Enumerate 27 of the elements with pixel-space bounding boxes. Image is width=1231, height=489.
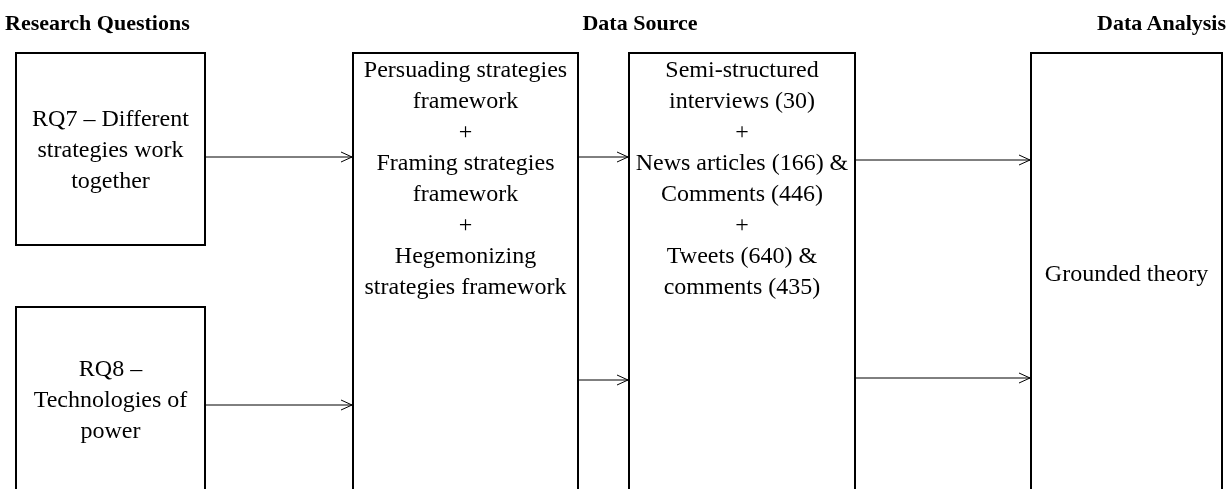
process-box <box>352 52 579 489</box>
box-text: RQ8 – Technologies of power <box>32 354 189 445</box>
box-text: Hegemonizing strategies framework <box>363 241 568 301</box>
box-text: + <box>458 117 473 146</box>
box-text: Semi-structured interviews (30) <box>664 55 820 115</box>
arrow <box>205 399 353 411</box>
column-heading: Data Analysis <box>1097 10 1226 36</box>
box-text: Persuading strategies framework <box>362 55 569 115</box>
box-text: + <box>735 210 749 239</box>
process-box <box>15 52 206 246</box>
box-text: Framing strategies framework <box>375 148 556 208</box>
process-box <box>1030 52 1223 489</box>
column-heading: Research Questions <box>5 10 190 36</box>
box-text: + <box>735 117 749 146</box>
arrow <box>578 374 629 386</box>
arrow <box>205 151 353 163</box>
box-text: Grounded theory <box>1044 258 1209 288</box>
arrow <box>855 154 1031 166</box>
column-heading: Data Source <box>582 10 698 36</box>
process-box <box>15 306 206 489</box>
process-box <box>628 52 856 489</box>
box-text: Tweets (640) & comments (435) <box>662 241 822 301</box>
box-text: + <box>458 210 473 239</box>
arrow <box>578 151 629 163</box>
arrow <box>855 372 1031 384</box>
box-text: News articles (166) & Comments (446) <box>634 148 850 208</box>
box-text: RQ7 – Different strategies work together <box>31 103 190 195</box>
